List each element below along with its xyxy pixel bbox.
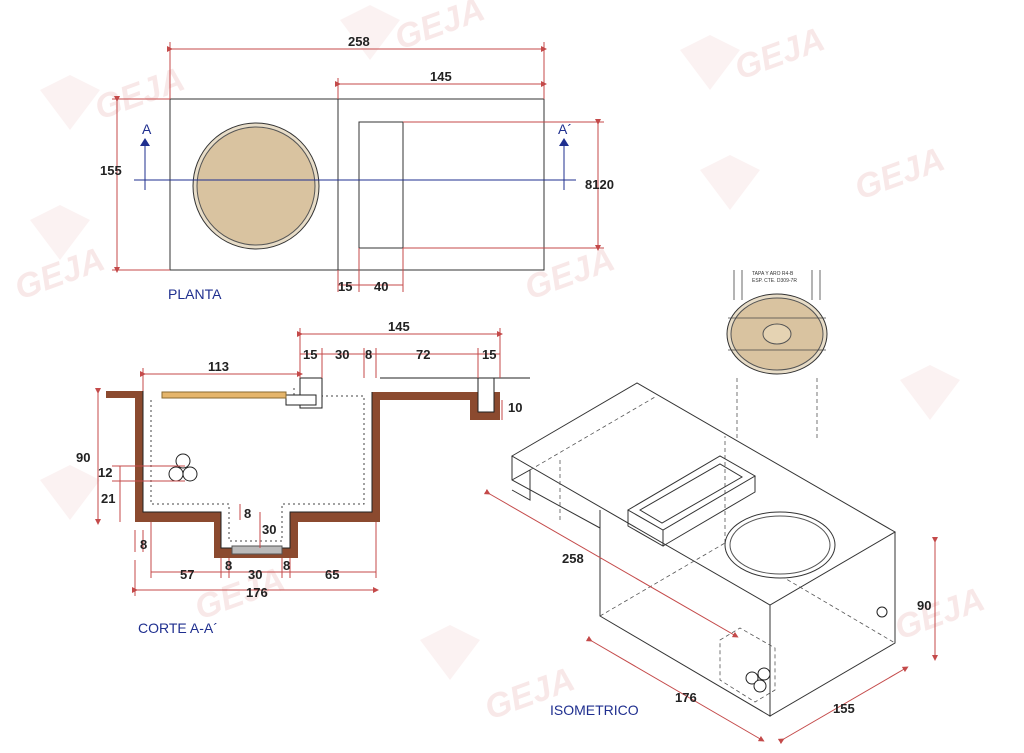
dim-plan-right-width: 145 [430,69,452,84]
iso-hidden-edges [529,396,656,520]
cut-arrow-left-icon [140,138,150,146]
plan-manhole-lid [196,126,316,246]
dim-section-left-113: 113 [208,359,229,374]
dim-section-bottom-8a: 8 [225,558,232,573]
section-inner-liner [150,387,365,542]
dim-plan-height: 155 [100,163,122,178]
section-lid-support [285,394,317,406]
dim-iso-height: 90 [917,598,931,613]
dim-iso-length: 258 [562,551,584,566]
iso-pipe [757,667,771,681]
section-lid [161,391,287,399]
dim-section-pipe-12: 12 [98,465,112,480]
cut-arrow-right-icon [559,138,569,146]
section-concrete-shell [106,391,500,558]
section-right-beam [477,377,495,413]
iso-lid-handle [762,323,792,345]
cut-label-right: A´ [558,121,572,137]
dim-section-bottom-65: 65 [325,567,339,582]
watermark-logo: GEJA [700,140,950,210]
dim-section-step-30: 30 [262,522,276,537]
plan-title: PLANTA [168,286,222,302]
dim-line [585,635,765,742]
watermark-logo: GEJA [10,205,110,308]
iso-lid-note-1: TAPA Y ARO R4-B [752,271,794,277]
plan-view: A A´ 258 145 155 8120 15 40 PLANTA [100,34,614,302]
dim-plan-left-offset: 15 [338,279,352,294]
dim-section-right-10: 10 [508,400,522,415]
dim-section-top-72: 72 [416,347,430,362]
dim-plan-total-width: 258 [348,34,370,49]
section-pipe [182,466,198,482]
dim-section-top-15b: 15 [482,347,496,362]
dim-iso-width: 176 [675,690,697,705]
svg-text:GEJA: GEJA [890,580,990,647]
dim-section-top-15a: 15 [303,347,317,362]
dim-section-bottom-57: 57 [180,567,194,582]
watermark-logo: GEJA [680,20,830,90]
cut-label-left: A [142,121,152,137]
dim-plan-slot-width: 40 [374,279,388,294]
iso-lid-detail: TAPA Y ARO R4-B ESP. CTE. D309-7R [726,270,828,440]
dim-plan-right-height: 8120 [585,177,614,192]
dim-line [483,488,739,638]
section-pipe [175,453,191,469]
watermark-logo: GEJA [890,365,990,648]
dim-line [777,666,909,745]
section-gravel [231,545,283,555]
iso-side-hole [876,606,888,618]
dim-section-top-total: 145 [388,319,410,334]
iso-view: TAPA Y ARO R4-B ESP. CTE. D309-7R 258 17… [483,270,938,745]
plan-slot [358,121,404,249]
watermark-logo: GEJA [40,60,190,130]
dim-section-bottom-8b: 8 [283,558,290,573]
iso-lid-note-2: ESP. CTE. D309-7R [752,278,797,284]
dim-section-pipe-21: 21 [101,491,115,506]
dim-section-wall-8: 8 [140,537,147,552]
dim-section-inner-8: 8 [244,506,251,521]
section-title: CORTE A-A´ [138,620,218,636]
iso-pipe [753,679,767,693]
iso-manhole [724,511,836,579]
iso-box-front-left [511,456,601,529]
dim-section-top-8: 8 [365,347,372,362]
section-view: 145 15 30 8 72 15 113 10 90 12 21 8 8 30 [76,319,530,636]
dim-section-bottom-total: 176 [246,585,268,600]
dim-section-height-90: 90 [76,450,90,465]
dim-iso-depth: 155 [833,701,855,716]
watermark-logo: GEJA [340,0,490,60]
svg-text:GEJA: GEJA [730,20,830,87]
iso-slot [627,455,756,531]
iso-box-top [511,382,896,606]
svg-text:GEJA: GEJA [190,560,290,627]
iso-title: ISOMETRICO [550,702,639,718]
section-pipe [168,466,184,482]
dim-section-bottom-30: 30 [248,567,262,582]
svg-text:GEJA: GEJA [850,140,950,207]
dim-section-top-30: 30 [335,347,349,362]
